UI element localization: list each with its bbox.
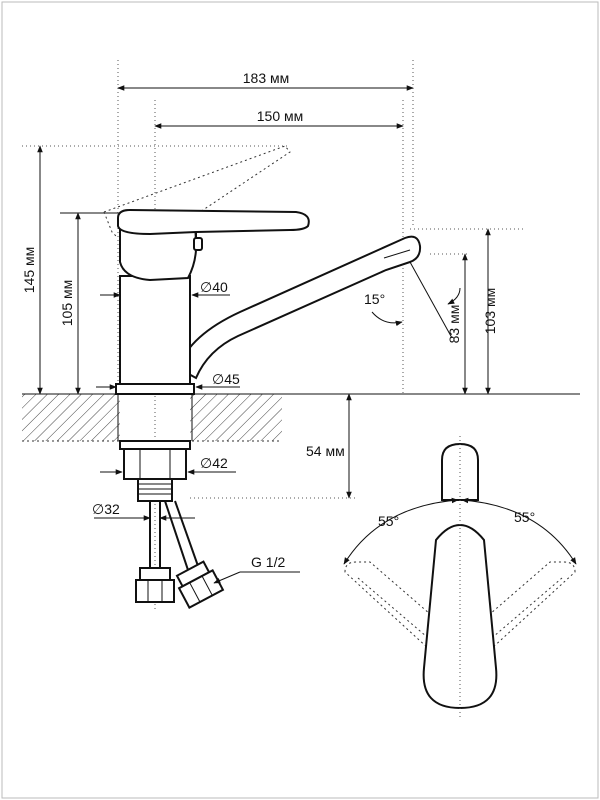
supply-hoses [135, 500, 225, 609]
countertop [22, 393, 580, 442]
tip-height-label: 103 мм [482, 288, 498, 335]
spout-tilt-label: 15° [364, 291, 385, 307]
handle-top-view: 55° 55° [343, 436, 577, 718]
dim-spout-tilt: 15° [364, 261, 461, 339]
dim-nut-diameter: ∅42 [100, 455, 236, 475]
threaded-stud [137, 478, 173, 502]
dim-hose-thread: G 1/2 [213, 554, 300, 584]
shank-diameter-label: ∅32 [92, 501, 120, 517]
spout [176, 235, 422, 380]
dim-body-height: 105 мм [59, 212, 81, 395]
total-height-label: 145 мм [21, 247, 37, 294]
hose-thread-label: G 1/2 [251, 554, 285, 570]
spout-reach-label: 150 мм [257, 108, 304, 124]
dim-spout-reach: 150 мм [154, 108, 404, 129]
handle-right-angle-label: 55° [514, 509, 535, 525]
dim-total-height: 145 мм [21, 145, 43, 395]
handle-raised-outline [103, 145, 291, 213]
left-hose-fitting [135, 579, 175, 603]
dim-shank-diameter: ∅32 [92, 501, 195, 521]
mount-nut [123, 448, 187, 480]
faucet-body [115, 208, 422, 502]
below-counter-label: 54 мм [306, 443, 345, 459]
mount-washer [119, 440, 191, 450]
overall-length-label: 183 мм [243, 70, 290, 86]
body-diameter-label: ∅40 [200, 279, 228, 295]
dim-body-diameter: ∅40 [100, 279, 230, 298]
dim-below-counter: 54 мм [306, 393, 352, 499]
body-cylinder [119, 275, 191, 385]
handle-raised-outline-base [103, 211, 119, 239]
handle-lever [117, 208, 310, 236]
base-diameter-label: ∅45 [212, 371, 240, 387]
handle-left-angle-label: 55° [378, 513, 399, 529]
base-ring [115, 383, 195, 395]
body-height-label: 105 мм [59, 280, 75, 327]
cartridge-head [119, 224, 197, 282]
dim-base-diameter: ∅45 [96, 371, 240, 390]
outlet-height-label: 83 мм [446, 305, 462, 344]
dim-outlet-height: 83 мм [446, 253, 468, 395]
dim-tip-height: 103 мм [482, 228, 498, 395]
nut-diameter-label: ∅42 [200, 455, 228, 471]
dim-overall-length: 183 мм [117, 70, 414, 91]
